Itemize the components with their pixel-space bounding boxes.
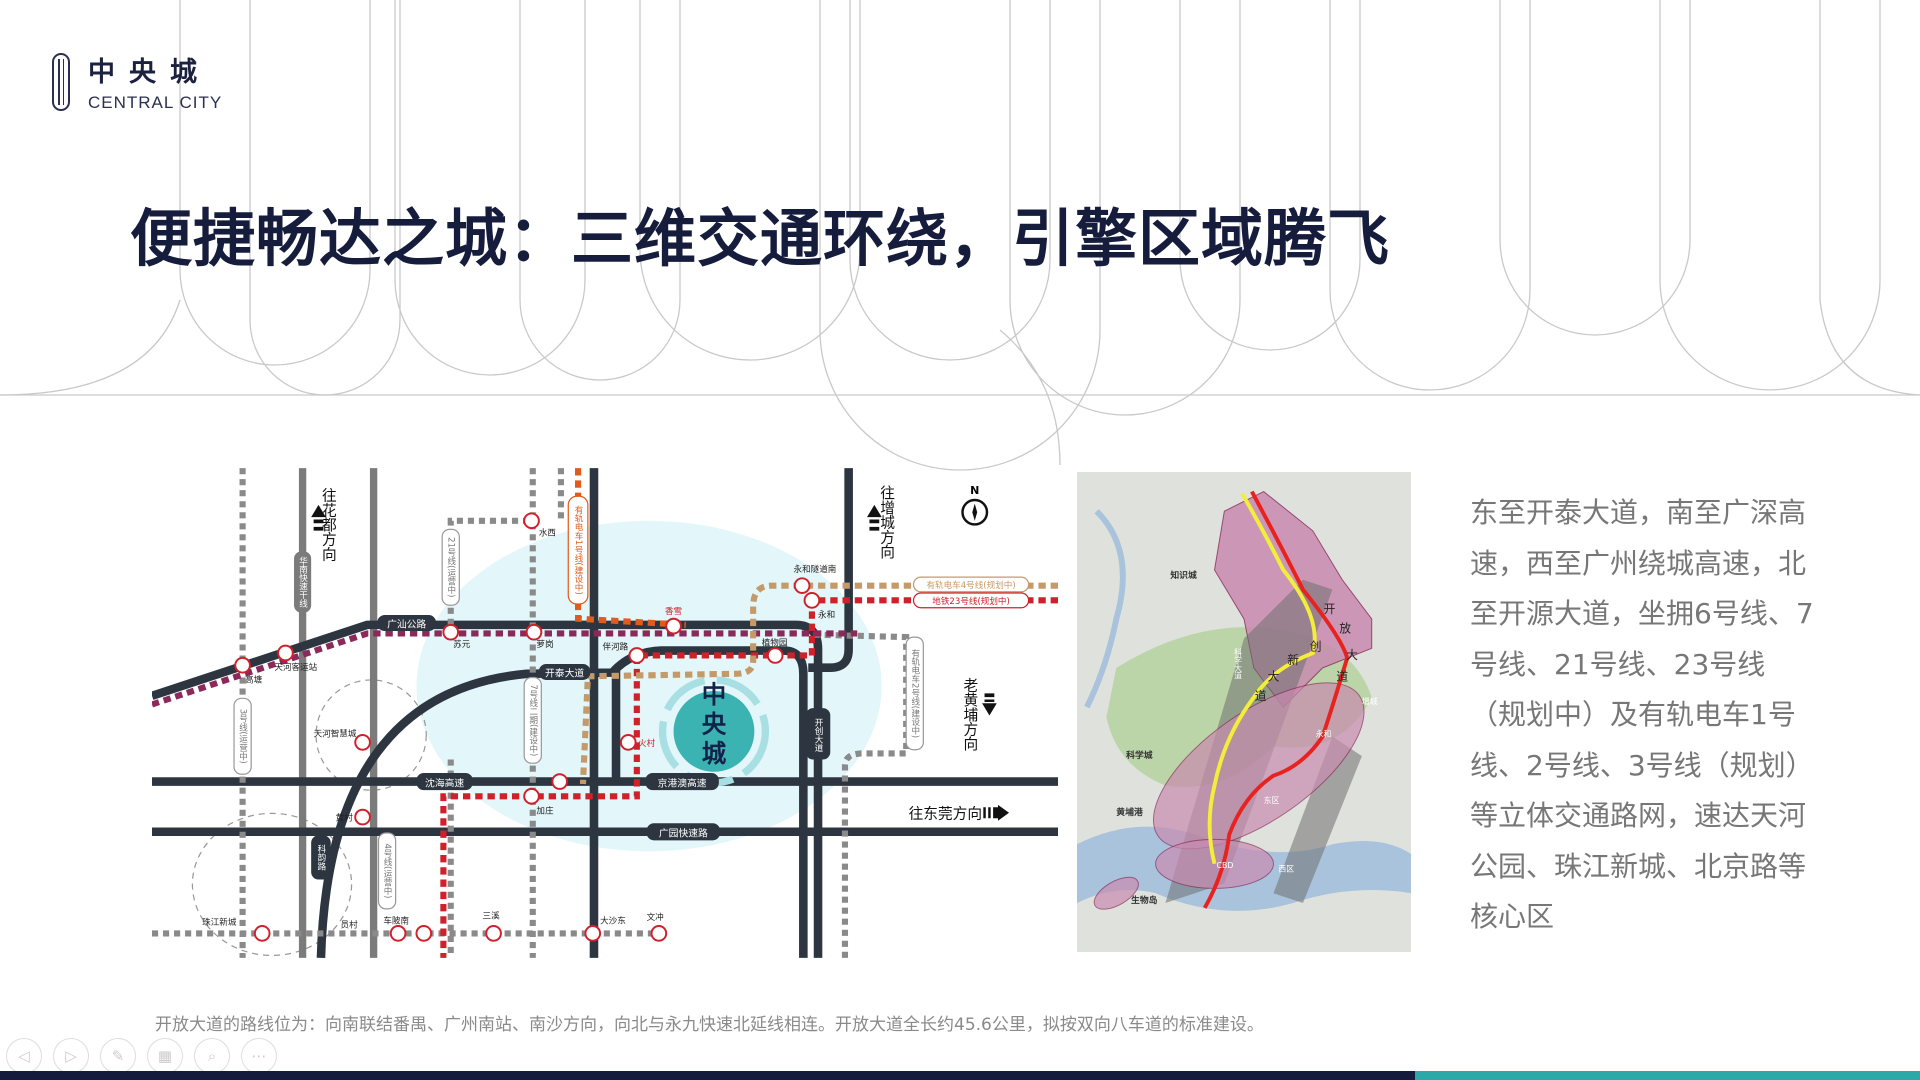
direction-huadu: 往花都方向 <box>320 488 337 562</box>
satellite-map: 知识城 科学城 黄埔港 生物岛 开 放 大 道 新 创 大 道 科学大道 永和 … <box>1077 472 1411 952</box>
road-label: 科学大道 <box>1234 647 1243 680</box>
road-label: 广园快速路 <box>659 827 708 840</box>
next-icon[interactable]: ▷ <box>53 1038 89 1074</box>
road-xinchuang <box>1207 492 1317 865</box>
station-label: 珠江新城 <box>202 916 237 928</box>
arrow-up-icon <box>311 504 326 531</box>
road-label: 科韵路 <box>316 843 326 871</box>
line-label: 有轨电车1号线(建设中) <box>573 504 583 595</box>
logo: 中央城 CENTRAL CITY <box>52 50 222 113</box>
station-label: 植物园 <box>762 637 788 649</box>
footnote: 开放大道的路线位为：向南联结番禺、广州南站、南沙方向，向北与永九快速北延线相连。… <box>155 1015 1264 1035</box>
station-label: 大沙东 <box>600 915 626 927</box>
road-char: 放 <box>1339 622 1351 636</box>
svg-text:N: N <box>970 484 979 497</box>
zone-label: 科学城 <box>1126 749 1153 761</box>
zoom-icon[interactable]: ⌕ <box>194 1038 230 1074</box>
area-label: CBD <box>1216 861 1233 870</box>
area-label: 西区 <box>1278 865 1294 874</box>
station-label: 苏元 <box>453 638 471 650</box>
station-label: 员村 <box>341 918 359 930</box>
station-label: 三溪 <box>483 910 501 922</box>
road-label: 京港澳高速 <box>658 776 707 789</box>
road-kaifang <box>1202 490 1350 909</box>
zone-label: 知识城 <box>1170 569 1197 581</box>
pen-icon[interactable]: ✎ <box>100 1038 136 1074</box>
road-east <box>808 468 853 672</box>
zone-label: 黄埔港 <box>1116 806 1143 818</box>
road-char: 大 <box>1268 670 1280 684</box>
road-label: 广汕公路 <box>387 617 426 630</box>
road-label: 华南快速干线 <box>298 555 308 608</box>
compass-icon: N <box>961 484 989 526</box>
station-label: 永和隧道南 <box>794 563 837 575</box>
center-label: 中 <box>702 680 726 709</box>
logo-en: CENTRAL CITY <box>88 93 223 112</box>
prev-icon[interactable]: ◁ <box>6 1038 42 1074</box>
station-label: 永和 <box>818 609 835 621</box>
line-label: 7号线二期(建设中) <box>528 684 538 756</box>
station-label: 萝岗 <box>536 639 553 650</box>
more-icon[interactable]: ⋯ <box>241 1038 277 1074</box>
direction-zengcheng: 往增城方向 <box>878 485 895 559</box>
line-label: 地铁23号线(规划中) <box>932 595 1010 607</box>
zone-circle <box>191 812 353 957</box>
line-label: 3号线(运营中) <box>238 709 248 764</box>
area-label: 永和 <box>1316 729 1332 739</box>
road-char: 道 <box>1336 670 1348 684</box>
road-label: 开泰大道 <box>545 666 584 679</box>
direction-huangpu: 老黄埔方向 <box>961 677 978 751</box>
page-title: 便捷畅达之城：三维交通环绕，引擎区域腾飞 <box>130 202 1391 275</box>
grid-icon[interactable]: ▦ <box>147 1038 183 1074</box>
station-label: 伴河路 <box>603 640 629 652</box>
line-label: 21号线(运营中) <box>446 537 456 597</box>
arrow-down-icon <box>982 693 997 716</box>
line-label: 有轨电车4号线(规划中) <box>926 579 1015 591</box>
arrow-right-icon <box>983 804 1010 821</box>
line-label: 4号线(运营中) <box>382 843 392 898</box>
station-label: 火村 <box>638 737 656 749</box>
logo-mark-icon <box>52 52 70 111</box>
transit-map: 中 央 城 广汕公路 开泰大道 沈海高速 京港澳高速 广园快速路 开创大道 科韵… <box>152 468 1058 958</box>
zone-label: 生物岛 <box>1131 894 1158 906</box>
central-city-marker <box>673 690 755 772</box>
center-label: 央 <box>702 710 727 739</box>
road-char: 大 <box>1346 648 1358 662</box>
direction-dongguan: 往东莞方向 <box>909 805 982 822</box>
arrow-up-icon <box>867 504 882 531</box>
road-char: 创 <box>1310 639 1322 653</box>
logo-cn: 中央城 <box>88 57 211 88</box>
center-label: 城 <box>702 739 727 768</box>
slide-nav: ◁ ▷ ✎ ▦ ⌕ ⋯ <box>6 1038 277 1074</box>
road-label: 沈海高速 <box>425 776 464 789</box>
station-label: 加庄 <box>536 804 554 816</box>
line-purple <box>152 630 858 708</box>
station-label: 车陂南 <box>383 915 409 927</box>
decorative-arcs <box>0 0 1920 471</box>
station-label: 天河智慧城 <box>314 727 357 739</box>
station-label: 香雪 <box>665 606 682 617</box>
road-char: 新 <box>1287 653 1299 667</box>
station-label: 高塘 <box>245 673 263 685</box>
station-label: 黄村 <box>336 812 354 824</box>
station-label: 文冲 <box>647 911 664 923</box>
station-label: 天河客运站 <box>274 661 317 673</box>
area-label: 增城 <box>1362 696 1378 706</box>
line-label: 有轨电车2号线(建设中) <box>910 647 920 738</box>
footer-bar-navy <box>0 1071 1415 1080</box>
area-label: 东区 <box>1264 795 1280 805</box>
footer-bar-teal <box>1415 1071 1920 1080</box>
line-tram4 <box>579 582 1058 785</box>
description-text: 东至开泰大道，南至广深高速，西至广州绕城高速，北至开源大道，坐拥6号线、7号线、… <box>1470 496 1814 933</box>
road-char: 开 <box>1324 602 1336 616</box>
road-char: 道 <box>1255 689 1267 703</box>
station-label: 水西 <box>539 526 557 538</box>
road-label: 开创大道 <box>813 717 823 753</box>
